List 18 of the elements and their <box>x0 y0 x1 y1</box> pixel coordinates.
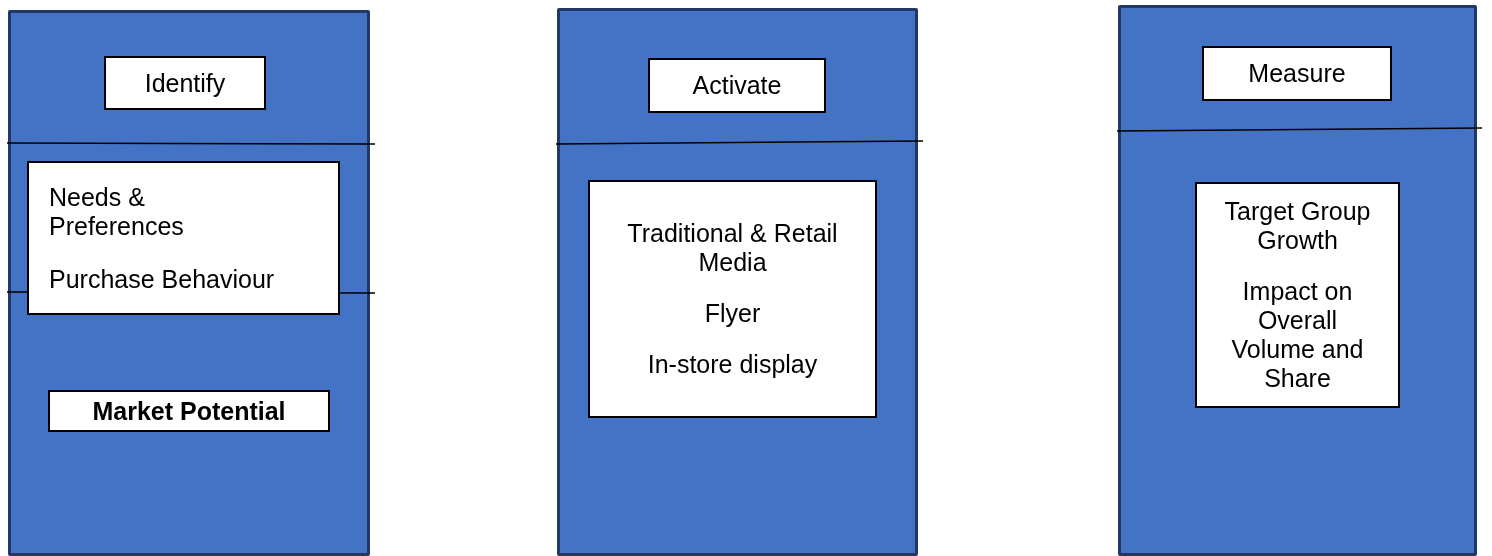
text-box <box>588 180 877 418</box>
text-box <box>27 161 340 315</box>
text-box <box>648 58 826 113</box>
box-text: Activate <box>692 71 782 100</box>
box-text: Traditional & Retail Media <box>626 219 839 277</box>
box-text: Target Group Growth <box>1223 197 1372 255</box>
text-box <box>1202 46 1392 101</box>
box-text: Purchase Behaviour <box>49 264 275 294</box>
box-text: In-store display <box>647 350 818 379</box>
box-text: Needs & Preferences <box>49 182 185 241</box>
text-box <box>104 56 266 110</box>
box-text: Measure <box>1248 59 1346 88</box>
box-text: Impact on Overall Volume and Share <box>1230 277 1365 393</box>
box-text: Identify <box>144 68 226 98</box>
text-box <box>1195 182 1400 408</box>
box-text: Market Potential <box>92 396 286 426</box>
box-text: Flyer <box>704 299 761 328</box>
text-box <box>48 390 330 432</box>
